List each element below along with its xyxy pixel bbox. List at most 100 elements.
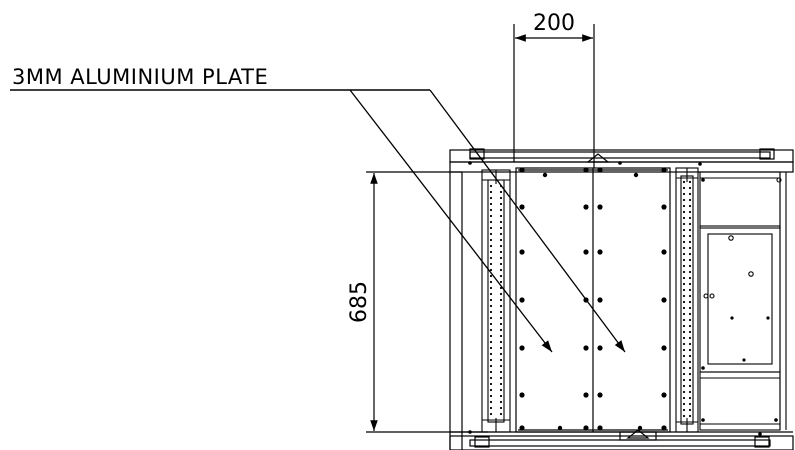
rail-hole (682, 180, 686, 184)
rail-hole (688, 210, 692, 214)
plate-bolt (557, 425, 563, 431)
rail-hole (682, 234, 686, 238)
plate-bolt (542, 172, 548, 178)
rail-hole (688, 228, 692, 232)
rail-hole (489, 244, 493, 248)
rail-hole (499, 286, 503, 290)
rail-hole (499, 220, 503, 224)
plate-bolt (583, 297, 589, 303)
rail-hole (682, 342, 686, 346)
rail-hole (688, 414, 692, 418)
plate-bolt (519, 167, 525, 173)
rail-hole (688, 234, 692, 238)
rail-hole (682, 390, 686, 394)
rail-hole (489, 358, 493, 362)
rail-hole (682, 306, 686, 310)
material-note-text: 3MM ALUMINIUM PLATE (12, 65, 268, 89)
plate-bolt (633, 172, 639, 178)
rail-hole (688, 324, 692, 328)
rail-hole (688, 336, 692, 340)
rail-hole (489, 388, 493, 392)
rail-hole (489, 364, 493, 368)
plate-bolt (597, 392, 603, 398)
rail-hole (682, 252, 686, 256)
plate-bolt (597, 249, 603, 255)
plate-bolt (583, 167, 589, 173)
rail-hole (499, 232, 503, 236)
rail-hole (682, 186, 686, 190)
rail-hole (688, 342, 692, 346)
rail-hole (489, 220, 493, 224)
rail-hole (688, 270, 692, 274)
rail-hole (499, 304, 503, 308)
rail-hole (499, 274, 503, 278)
rail-hole (682, 264, 686, 268)
leader-arrow-left (349, 89, 553, 353)
rail-hole (682, 330, 686, 334)
plate-bolt (661, 425, 667, 431)
rail-hole (489, 250, 493, 254)
plate-bolt (661, 167, 667, 173)
rail-hole (682, 222, 686, 226)
rail-hole (499, 208, 503, 212)
rail-hole (682, 372, 686, 376)
rail-hole (688, 258, 692, 262)
plate-bolt (519, 297, 525, 303)
plate-bolt (597, 167, 603, 173)
dimension-width: 200 (513, 11, 595, 168)
plate-bolt (583, 345, 589, 351)
rail-hole (489, 286, 493, 290)
rail-hole (682, 246, 686, 250)
rail-hole (499, 376, 503, 380)
rail-hole (489, 370, 493, 374)
rail-hole (499, 184, 503, 188)
rail-hole (489, 316, 493, 320)
rail-hole (499, 400, 503, 404)
rail-hole (489, 190, 493, 194)
rail-hole (682, 396, 686, 400)
aluminium-plates (515, 167, 671, 433)
rail-hole (682, 228, 686, 232)
rail-hole (489, 280, 493, 284)
rail-hole (499, 190, 503, 194)
rail-hole (499, 382, 503, 386)
rail-hole (499, 364, 503, 368)
equipment-bolts (468, 161, 778, 436)
rail-hole (682, 408, 686, 412)
rail-hole (499, 322, 503, 326)
plate-bolt (637, 425, 643, 431)
rail-hole (682, 204, 686, 208)
rail-hole (688, 240, 692, 244)
material-note: 3MM ALUMINIUM PLATE (10, 65, 626, 353)
rail-hole (489, 340, 493, 344)
rail-hole (499, 412, 503, 416)
rail-hole (682, 366, 686, 370)
rail-hole (499, 370, 503, 374)
rail-hole (688, 198, 692, 202)
plate-bolt (519, 249, 525, 255)
rail-hole (682, 258, 686, 262)
rail-hole (489, 298, 493, 302)
side-equipment (699, 171, 787, 431)
rail-hole (688, 348, 692, 352)
plate-bolt (661, 249, 667, 255)
rail-hole (499, 334, 503, 338)
plate-bolt (583, 425, 589, 431)
rail-hole (499, 196, 503, 200)
rail-hole (688, 294, 692, 298)
rail-hole (489, 352, 493, 356)
rail-hole (489, 226, 493, 230)
rail-hole (489, 310, 493, 314)
rail-hole (682, 210, 686, 214)
plate-bolt (583, 249, 589, 255)
rail-hole (688, 192, 692, 196)
rail-hole (489, 412, 493, 416)
rail-hole (688, 288, 692, 292)
rail-hole (499, 244, 503, 248)
rail-hole (489, 376, 493, 380)
rail-hole (499, 346, 503, 350)
plate-bolt (583, 392, 589, 398)
rail-hole (682, 378, 686, 382)
plate-bolt (597, 204, 603, 210)
